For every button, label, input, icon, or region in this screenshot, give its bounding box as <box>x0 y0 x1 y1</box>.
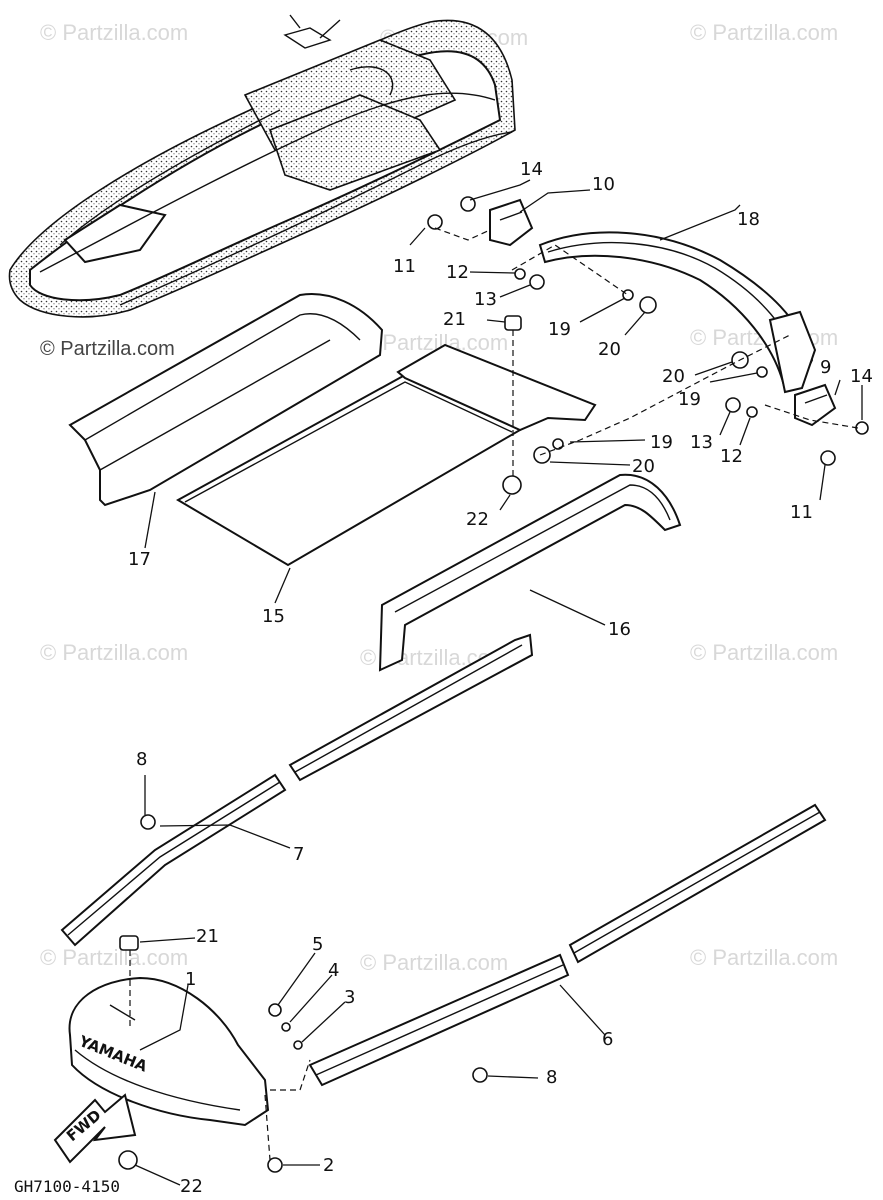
washer-12-right <box>746 406 758 418</box>
washer-19-top <box>622 289 634 301</box>
washer-3 <box>293 1040 303 1050</box>
screw-21-top <box>504 315 522 331</box>
label-part-22: 22 <box>180 1176 203 1197</box>
label-part-13: 13 <box>690 432 713 453</box>
label-part-19: 19 <box>650 432 673 453</box>
leader-lines <box>134 179 863 1186</box>
label-part-19: 19 <box>678 389 701 410</box>
part-10-bracket <box>489 198 534 247</box>
label-part-20: 20 <box>632 456 655 477</box>
part-16-right-rail <box>378 473 682 672</box>
grommet-22-top <box>502 475 522 495</box>
label-part-8: 8 <box>136 749 147 770</box>
watermark-text: © Partzilla.com <box>360 950 508 975</box>
part-15-deck-mat <box>175 343 597 567</box>
label-part-22: 22 <box>466 509 489 530</box>
label-part-7: 7 <box>293 844 304 865</box>
bolt-14-left <box>460 196 476 212</box>
part-1-front-bumper: YAMAHA <box>68 976 270 1127</box>
label-part-13: 13 <box>474 289 497 310</box>
label-part-2: 2 <box>323 1155 334 1176</box>
washer-19-mid <box>552 438 564 450</box>
label-part-21: 21 <box>443 309 466 330</box>
grommet-22-bottom <box>118 1150 138 1170</box>
clip-4 <box>281 1022 291 1032</box>
watermark-text: © Partzilla.com <box>690 640 838 665</box>
watermark-text: © Partzilla.com <box>40 20 188 45</box>
label-part-12: 12 <box>720 446 743 467</box>
label-part-20: 20 <box>662 366 685 387</box>
washer-12-left <box>514 268 526 280</box>
assembly-lines <box>129 227 859 1161</box>
label-part-8: 8 <box>546 1067 557 1088</box>
bolt-8-upper <box>140 814 156 830</box>
label-part-11: 11 <box>393 256 416 277</box>
part-6-rail <box>308 803 827 1087</box>
bolt-11-left <box>427 214 443 230</box>
part-18-rear-bumper <box>538 231 817 394</box>
label-part-14: 14 <box>520 159 543 180</box>
nut-20-mid <box>533 446 551 464</box>
label-part-15: 15 <box>262 606 285 627</box>
part-labels: 14 10 11 12 13 19 20 18 21 20 19 9 14 13… <box>128 159 873 1197</box>
watermark-text: © Partzilla.com <box>40 945 188 970</box>
watermark-text: © Partzilla.com <box>690 20 838 45</box>
part-9-bracket <box>794 383 837 427</box>
nut-13-right <box>725 397 741 413</box>
label-part-17: 17 <box>128 549 151 570</box>
label-part-12: 12 <box>446 262 469 283</box>
watermark-text: © Partzilla.com <box>690 945 838 970</box>
label-part-21: 21 <box>196 926 219 947</box>
nut-5 <box>268 1003 282 1017</box>
label-part-10: 10 <box>592 174 615 195</box>
label-part-9: 9 <box>820 357 831 378</box>
screw-21-bottom <box>119 935 139 951</box>
label-part-20: 20 <box>598 339 621 360</box>
nut-20-top <box>639 296 657 314</box>
label-part-18: 18 <box>737 209 760 230</box>
nut-13-left <box>529 274 545 290</box>
watermark-text-dark: © Partzilla.com <box>40 338 175 360</box>
bolt-11-right <box>820 450 836 466</box>
label-part-1: 1 <box>185 969 196 990</box>
label-part-6: 6 <box>602 1029 613 1050</box>
label-part-16: 16 <box>608 619 631 640</box>
label-part-14: 14 <box>850 366 873 387</box>
watermark-text: © Partzilla.com <box>40 640 188 665</box>
label-part-3: 3 <box>344 987 355 1008</box>
watercraft-hull <box>8 14 516 318</box>
washer-19-right <box>756 366 768 378</box>
label-part-5: 5 <box>312 934 323 955</box>
bolt-2 <box>267 1157 283 1173</box>
label-part-11: 11 <box>790 502 813 523</box>
diagram-code: GH7100-4150 <box>14 1177 120 1196</box>
part-7-rail <box>60 633 534 947</box>
bolt-8-lower <box>472 1067 488 1083</box>
label-part-4: 4 <box>328 960 339 981</box>
part-17-left-rail <box>68 293 384 507</box>
hardware <box>118 196 869 1173</box>
label-part-19: 19 <box>548 319 571 340</box>
